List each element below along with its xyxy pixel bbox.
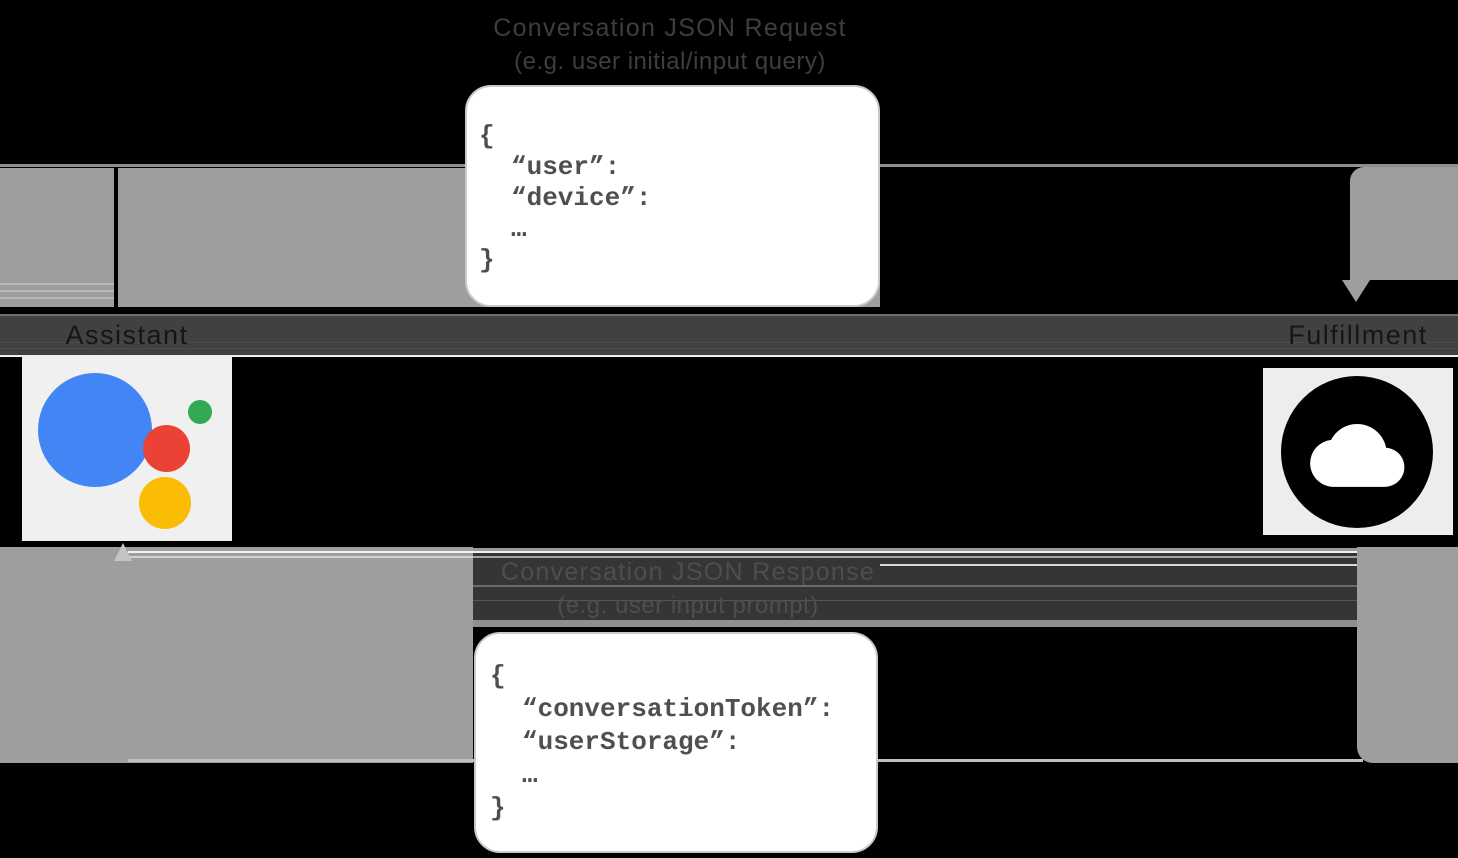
request-arrow-bend bbox=[1350, 167, 1458, 280]
response-arrow-striped-band bbox=[473, 548, 1357, 627]
response-band-line bbox=[128, 551, 1357, 553]
assistant-box bbox=[22, 357, 232, 541]
response-caption: Conversation JSON Response (e.g. user in… bbox=[378, 558, 998, 620]
response-caption-line2: (e.g. user input prompt) bbox=[557, 592, 819, 619]
response-payload-card: { “conversationToken”: “userStorage”: … … bbox=[474, 632, 878, 853]
entity-band-bottom-edge bbox=[0, 355, 1458, 357]
code-line: } bbox=[479, 245, 495, 275]
code-line: { bbox=[490, 661, 506, 691]
request-caption-line1: Conversation JSON Request bbox=[493, 14, 847, 42]
response-caption-line1: Conversation JSON Response bbox=[500, 558, 876, 586]
response-band-line bbox=[128, 556, 1357, 558]
assistant-logo-blue-circle bbox=[38, 373, 152, 487]
assistant-logo-green-circle bbox=[188, 400, 212, 424]
fulfillment-box bbox=[1263, 368, 1453, 535]
band-stripe bbox=[473, 585, 1357, 587]
response-arrow-shaft-left bbox=[0, 547, 128, 763]
request-arrowhead-icon bbox=[1342, 280, 1370, 302]
code-line: “user”: bbox=[511, 152, 621, 182]
assistant-label: Assistant bbox=[65, 320, 189, 350]
entity-band bbox=[0, 316, 1458, 355]
band-stripe bbox=[473, 548, 1357, 553]
band-stripe bbox=[473, 600, 1357, 601]
code-line: … bbox=[522, 760, 538, 790]
shaft-highlight-line bbox=[0, 283, 114, 285]
code-line: “conversationToken”: bbox=[522, 694, 835, 724]
request-arrow-shaft-left bbox=[0, 168, 114, 307]
code-line: … bbox=[511, 214, 527, 244]
shaft-highlight-line bbox=[0, 297, 114, 299]
band-stripe bbox=[0, 348, 1458, 349]
code-line: { bbox=[479, 121, 495, 151]
request-payload-card: { “user”: “device”: … } bbox=[465, 85, 880, 307]
assistant-logo-yellow-circle bbox=[139, 477, 191, 529]
cloud-icon bbox=[1281, 376, 1433, 528]
response-arrow-shaft bbox=[128, 547, 473, 763]
assistant-logo-red-circle bbox=[143, 425, 190, 472]
request-caption: Conversation JSON Request (e.g. user ini… bbox=[360, 14, 980, 76]
code-line: “userStorage”: bbox=[522, 727, 741, 757]
fulfillment-label: Fulfillment bbox=[1288, 320, 1428, 350]
code-line: } bbox=[490, 793, 506, 823]
code-line: “device”: bbox=[511, 183, 652, 213]
response-arrow-bend bbox=[1357, 547, 1458, 763]
band-stripe bbox=[473, 620, 1357, 627]
request-caption-line2: (e.g. user initial/input query) bbox=[514, 48, 826, 75]
entity-band-top-edge bbox=[0, 314, 1458, 316]
band-stripe bbox=[0, 342, 1458, 343]
shaft-highlight-line bbox=[0, 290, 114, 292]
response-arrowhead-icon bbox=[114, 543, 132, 561]
response-band-line bbox=[880, 564, 1357, 566]
